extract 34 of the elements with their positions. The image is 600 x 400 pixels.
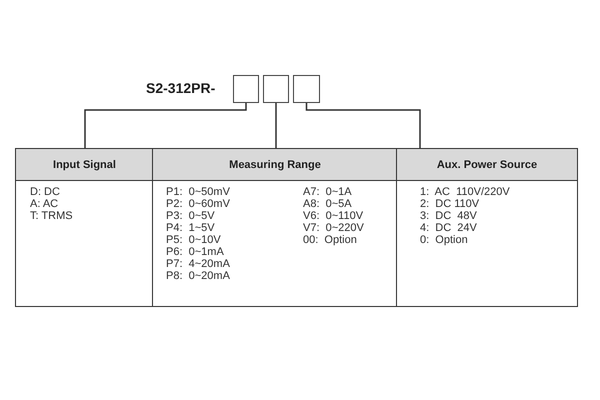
option-code-text: P5: 0~10V bbox=[166, 234, 221, 246]
option-code-text: D: DC bbox=[30, 186, 60, 198]
option-code-text: A: AC bbox=[30, 198, 58, 210]
column-header-cell: Aux. Power Source bbox=[397, 149, 577, 181]
option-code-text: 3: DC 48V bbox=[420, 210, 477, 222]
option-code-text: P1: 0~50mV bbox=[166, 186, 230, 198]
option-code-text: 2: DC 110V bbox=[420, 198, 480, 210]
option-code-text: P3: 0~5V bbox=[166, 210, 215, 222]
code-box bbox=[263, 75, 289, 103]
model-code-text: S2-312PR- bbox=[146, 80, 216, 96]
option-code-text: V7: 0~220V bbox=[303, 222, 364, 234]
option-code-text: 00: Option bbox=[303, 234, 357, 246]
option-code-text: 0: Option bbox=[420, 234, 468, 246]
column-header-cell: Measuring Range bbox=[153, 149, 397, 181]
code-box bbox=[233, 75, 259, 103]
option-code-text: 1: AC 110V/220V bbox=[420, 186, 510, 198]
option-code-text: A8: 0~5A bbox=[303, 198, 352, 210]
option-code-text: P6: 0~1mA bbox=[166, 246, 224, 258]
option-code-text: P8: 0~20mA bbox=[166, 270, 230, 282]
option-code-text: T: TRMS bbox=[30, 210, 73, 222]
option-code-text: P7: 4~20mA bbox=[166, 258, 230, 270]
column-header-cell: Input Signal bbox=[16, 149, 153, 181]
table-column bbox=[396, 148, 578, 307]
connector-line bbox=[84, 103, 247, 148]
option-code-text: P4: 1~5V bbox=[166, 222, 215, 234]
option-code-text: V6: 0~110V bbox=[303, 210, 364, 222]
option-code-text: P2: 0~60mV bbox=[166, 198, 230, 210]
table-column bbox=[15, 148, 154, 307]
option-code-text: 4: DC 24V bbox=[420, 222, 477, 234]
connector-line bbox=[275, 103, 277, 148]
table-column bbox=[152, 148, 398, 307]
code-box bbox=[293, 75, 320, 103]
connector-line bbox=[306, 103, 421, 148]
option-code-text: A7: 0~1A bbox=[303, 186, 352, 198]
